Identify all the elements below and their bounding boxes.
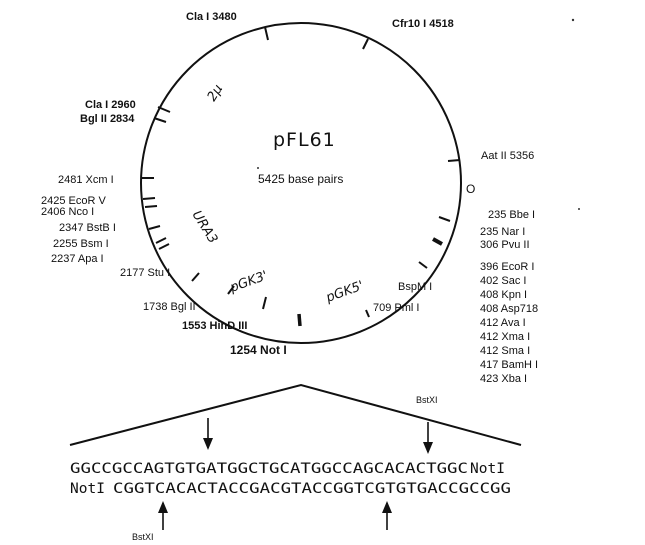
tick-bgl2-2834	[153, 117, 167, 123]
tick-bgl2-1738	[227, 285, 235, 295]
site-bstb1-2347: 2347 BstB I	[59, 222, 116, 234]
tick-bspm1	[418, 261, 428, 269]
tick-bbe1	[438, 216, 451, 222]
mcs-site-0: 396 EcoR I	[480, 261, 534, 273]
mcs-site-3: 408 Asp718	[480, 303, 538, 315]
site-bsm1-2255: 2255 Bsm I	[53, 238, 109, 250]
tick-stu1	[191, 272, 200, 282]
site-apa1-2237: 2237 Apa I	[51, 253, 104, 265]
site-bbe1-235: 235 Bbe I	[488, 209, 535, 221]
site-nar1-235: 235 Nar I	[480, 226, 525, 238]
site-stu1-2177: 2177 Stu I	[120, 267, 170, 279]
tick-hind3	[262, 296, 267, 310]
origin-label: O	[466, 182, 475, 196]
site-xcm1-2481: 2481 Xcm I	[58, 174, 114, 186]
site-ticks	[142, 26, 461, 327]
plasmid-name: pFL61	[273, 129, 336, 151]
sequence-top-notI: NotI	[470, 461, 505, 477]
tick-nco1	[144, 205, 158, 208]
plasmid-circle	[140, 22, 462, 344]
mcs-site-4: 412 Ava I	[480, 317, 526, 329]
tick-ecorv	[142, 197, 156, 200]
region-pgk3: pGK3'	[227, 268, 269, 296]
bstxi-label-top: BstXI	[416, 395, 438, 405]
site-bgl2-2834: Bgl II 2834	[80, 113, 135, 125]
region-two-micron: 2µ	[205, 82, 226, 104]
tick-bsm1	[155, 237, 167, 244]
arrow-up-icon	[158, 501, 168, 530]
tick-bstb1	[148, 225, 161, 230]
region-pgk5: pGK5'	[323, 278, 365, 306]
tick-cfr10-4518	[362, 38, 369, 50]
site-bspm1: BspM I	[398, 281, 432, 293]
tick-pvu2	[432, 237, 443, 246]
mcs-site-list: 396 EcoR I 402 Sac I 408 Kpn I 408 Asp71…	[480, 261, 538, 385]
tick-cla1-2960	[157, 106, 171, 113]
tick-aat2-5356	[447, 159, 461, 162]
mcs-site-6: 412 Sma I	[480, 345, 530, 357]
arrow-down-icon	[423, 422, 433, 454]
arrow-up-icon	[382, 501, 392, 530]
site-pml1-709: 709 Pml I	[373, 302, 419, 314]
sequence-bottom-notI: NotI	[70, 481, 105, 497]
site-ecorv-2425: 2425 EcoR V	[41, 195, 106, 207]
tick-not1	[297, 313, 302, 327]
site-hind3-1553: 1553 HinD III	[182, 320, 247, 332]
site-cfr10-4518: Cfr10 I 4518	[392, 18, 454, 30]
sequence-bottom-strand: CGGTCACACTACCGACGTACCGGTCGTGTGACCGCCGG	[113, 481, 511, 497]
bstxi-label-bottom: BstXI	[132, 532, 154, 542]
site-aat2-5356: Aat II 5356	[481, 150, 534, 162]
mcs-site-1: 402 Sac I	[480, 275, 526, 287]
tick-apa1	[158, 243, 170, 250]
mcs-site-2: 408 Kpn I	[480, 289, 527, 301]
sequence-top-strand: GGCCGCCAGTGTGATGGCTGCATGGCCAGCACACTGGC	[70, 461, 468, 477]
tick-cla1-3480	[264, 26, 269, 41]
plasmid-size: 5425 base pairs	[258, 172, 343, 186]
mcs-site-7: 417 BamH I	[480, 359, 538, 371]
region-ura3: URA3	[189, 208, 221, 246]
site-cla1-2960: Cla I 2960	[85, 99, 136, 111]
scan-speck	[571, 18, 575, 22]
site-nco1-2406: 2406 Nco I	[41, 206, 94, 218]
site-cla1-3480: Cla I 3480	[186, 11, 237, 23]
insert-expansion-lines	[69, 383, 522, 446]
scan-speck	[257, 167, 259, 169]
mcs-site-5: 412 Xma I	[480, 331, 530, 343]
mcs-site-8: 423 Xba I	[480, 373, 527, 385]
scan-speck	[578, 208, 580, 210]
site-bgl2-1738: 1738 Bgl II	[143, 301, 196, 313]
tick-pml1	[365, 309, 370, 318]
arrow-down-icon	[203, 418, 213, 450]
site-pvu2-306: 306 Pvu II	[480, 239, 530, 251]
site-not1-1254: 1254 Not I	[230, 343, 287, 357]
